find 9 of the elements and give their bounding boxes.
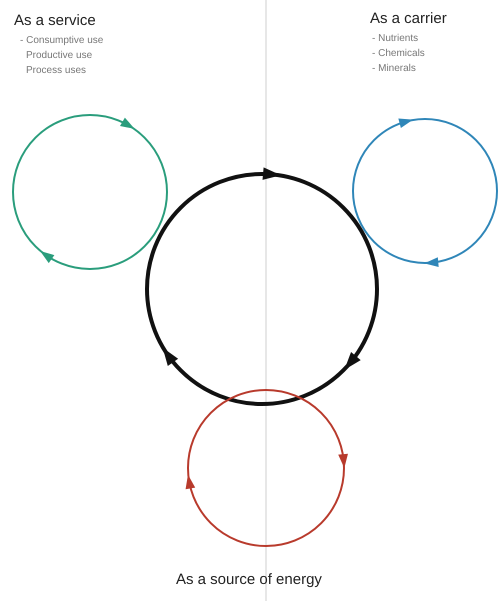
list-item: Productive use	[26, 50, 92, 62]
section-heading: As a service	[14, 12, 96, 30]
list-item: - Chemicals	[372, 48, 425, 60]
list-item: - Minerals	[372, 63, 416, 75]
list-item: - Consumptive use	[20, 35, 104, 47]
section-heading: As a carrier	[370, 10, 447, 28]
list-item: - Nutrients	[372, 33, 418, 45]
list-item: Process uses	[26, 65, 86, 77]
section-heading: As a source of energy	[176, 571, 322, 589]
